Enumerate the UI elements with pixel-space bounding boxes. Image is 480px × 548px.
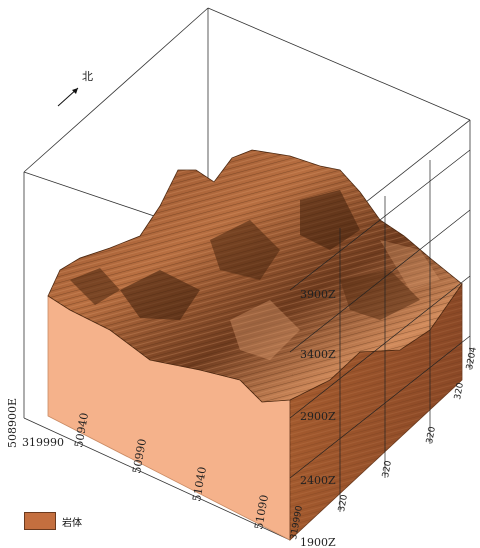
y-axis-labels: 508900E 319990 xyxy=(6,398,64,449)
bounding-box-back xyxy=(23,7,471,418)
z-label-2400: 2400Z xyxy=(300,474,336,487)
terrain-shading xyxy=(70,190,440,360)
z-label-3400: 3400Z xyxy=(300,348,336,361)
x-label-3: 51090 xyxy=(252,494,271,531)
north-arrow-icon: 北 xyxy=(57,70,93,107)
y-label-northing: 319990 xyxy=(22,436,64,449)
x-label-0: 50940 xyxy=(72,412,91,449)
right-label-1: 320 xyxy=(381,460,394,479)
legend-label: 岩体 xyxy=(62,517,82,529)
y-label-easting: 508900E xyxy=(6,398,19,448)
right-grid-lines xyxy=(289,149,471,512)
z-label-3900: 3900Z xyxy=(300,288,336,301)
right-label-2: 320 xyxy=(425,426,438,445)
x-label-2: 51040 xyxy=(190,466,209,503)
right-label-3: 320 xyxy=(453,382,466,401)
z-label-2900: 2900Z xyxy=(300,410,336,423)
right-label-0: 320 xyxy=(337,494,350,513)
legend-swatch xyxy=(24,512,56,530)
block-right-face-streaks xyxy=(290,284,462,540)
right-label-5: 3204 xyxy=(465,346,479,371)
x-label-1: 50990 xyxy=(130,438,149,475)
legend: 岩体 xyxy=(24,512,82,530)
north-label: 北 xyxy=(82,70,93,83)
x-axis-labels: 50940 50990 51040 51090 xyxy=(72,412,271,531)
z-axis-labels: 3900Z 3400Z 2900Z 2400Z 1900Z xyxy=(300,288,336,548)
z-label-1900: 1900Z xyxy=(300,536,336,548)
